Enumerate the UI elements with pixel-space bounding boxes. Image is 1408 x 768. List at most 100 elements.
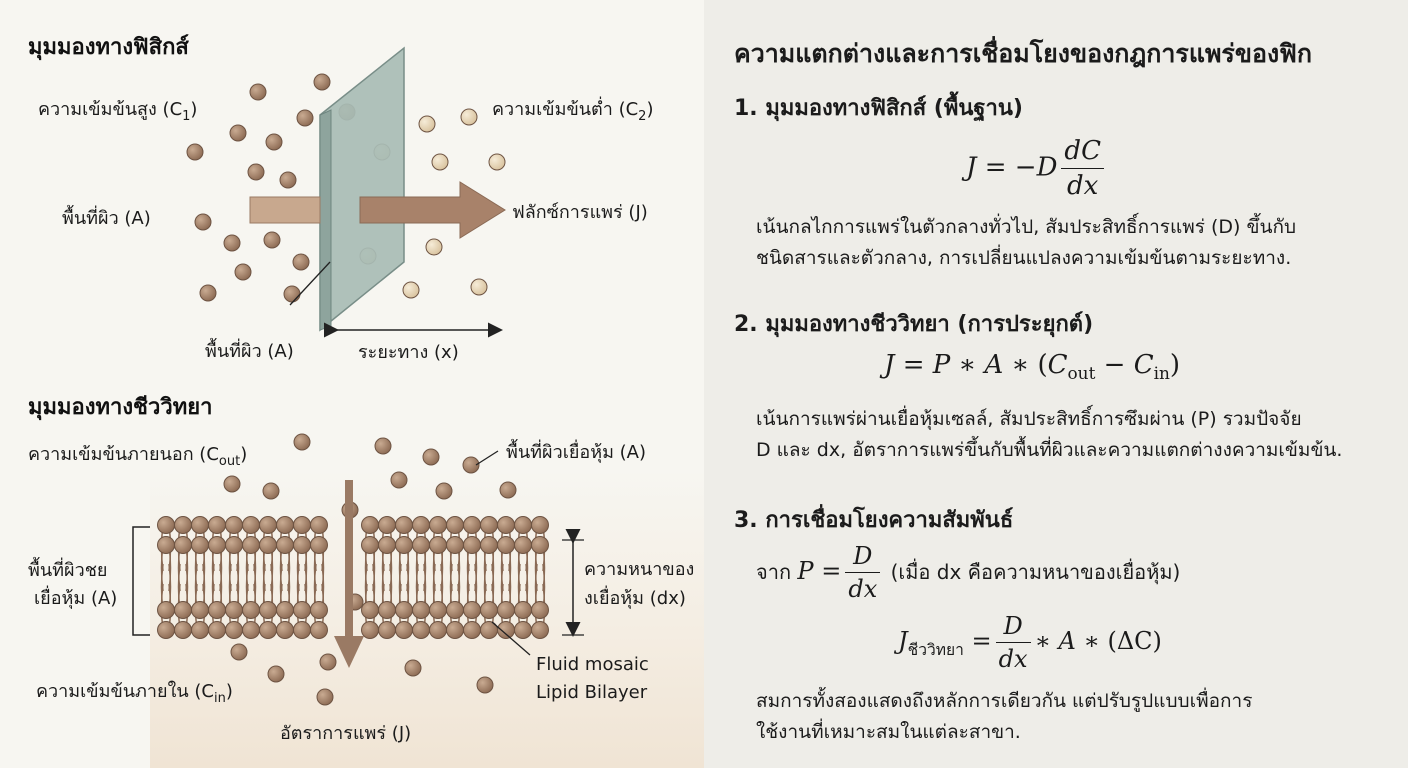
section2-equation: J = P ∗ A ∗ (Cout − Cin) — [884, 350, 1181, 384]
section2-body: เน้นการแพร่ผ่านเยื่อหุ้มเซลล์, สัมประสิท… — [756, 404, 1396, 466]
lipid-head — [361, 621, 379, 639]
distance-label: ระยะทาง (x) — [358, 342, 459, 363]
lipid-head — [378, 601, 396, 619]
lipid-head — [395, 601, 413, 619]
section2-body-line2: D และ dx, อัตราการแพร่ขึ้นกับพื้นที่ผิวแ… — [756, 439, 1343, 461]
solute-particle — [292, 253, 310, 271]
lipid-head — [225, 621, 243, 639]
solute-particle — [460, 108, 478, 126]
section1-body: เน้นกลไกการแพร่ในตัวกลางทั่วไป, สัมประสิ… — [756, 212, 1396, 274]
lipid-head — [293, 601, 311, 619]
solute-particle — [431, 153, 449, 171]
solute-particle — [313, 73, 331, 91]
lipid-head — [259, 601, 277, 619]
thickness-label-line1: ความหนาของ — [584, 559, 694, 580]
solute-particle — [283, 285, 301, 303]
lipid-head — [531, 621, 549, 639]
section1-heading: 1. มุมมองทางฟิสิกส์ (พื้นฐาน) — [734, 96, 1023, 121]
solute-particle — [230, 643, 248, 661]
lipid-head — [446, 621, 464, 639]
solute-particle — [462, 456, 480, 474]
section1-body-line2: ชนิดสารและตัวกลาง, การเปลี่ยนแปลงความเข้… — [756, 247, 1292, 269]
lipid-head — [429, 621, 447, 639]
lipid-head — [412, 536, 430, 554]
lipid-head — [361, 516, 379, 534]
solute-particle — [223, 475, 241, 493]
solute-particle — [404, 659, 422, 677]
lipid-head — [191, 601, 209, 619]
lipid-head — [276, 621, 294, 639]
flux-label: ฟลักซ์การแพร่ (J) — [512, 202, 648, 223]
lipid-head — [225, 516, 243, 534]
section3-heading: 3. การเชื่อมโยงความสัมพันธ์ — [734, 508, 1014, 533]
solute-particle — [425, 238, 443, 256]
solute-particle — [488, 153, 506, 171]
lipid-head — [514, 601, 532, 619]
explanation-panel: ความแตกต่างและการเชื่อมโยงของกฎการแพร่ขอ… — [704, 0, 1408, 768]
lipid-head — [395, 621, 413, 639]
section1-body-line1: เน้นกลไกการแพร่ในตัวกลางทั่วไป, สัมประสิ… — [756, 216, 1297, 238]
section3-body: สมการทั้งสองแสดงถึงหลักการเดียวกัน แต่ปร… — [756, 686, 1396, 748]
solute-particle — [267, 665, 285, 683]
solute-particle — [186, 143, 204, 161]
solute-particle — [390, 471, 408, 489]
lipid-head — [208, 621, 226, 639]
lipid-head — [497, 621, 515, 639]
lipid-head — [174, 601, 192, 619]
solute-particle — [316, 688, 334, 706]
surface-area-label-bottom: พื้นที่ผิว (A) — [205, 338, 294, 362]
lipid-head — [174, 536, 192, 554]
lipid-head — [514, 536, 532, 554]
section3-body-line1: สมการทั้งสองแสดงถึงหลักการเดียวกัน แต่ปร… — [756, 690, 1253, 712]
lipid-head — [361, 536, 379, 554]
lipid-head — [531, 601, 549, 619]
section2-body-line1: เน้นการแพร่ผ่านเยื่อหุ้มเซลล์, สัมประสิท… — [756, 408, 1302, 430]
lipid-head — [497, 601, 515, 619]
lipid-head — [446, 536, 464, 554]
lipid-head — [225, 601, 243, 619]
membrane-area-pointer — [475, 450, 499, 466]
solute-particle — [229, 124, 247, 142]
membrane-area-side-line2: เยื่อหุ้ม (A) — [34, 585, 117, 609]
membrane-background — [150, 470, 704, 768]
membrane-area-side-line1: พื้นที่ผิวชย — [28, 557, 107, 581]
lipid-head — [514, 621, 532, 639]
lipid-head — [242, 601, 260, 619]
lipid-head — [208, 601, 226, 619]
lipid-head — [259, 516, 277, 534]
lipid-head — [157, 536, 175, 554]
solute-particle — [194, 213, 212, 231]
lipid-head — [191, 621, 209, 639]
solute-particle — [262, 482, 280, 500]
lipid-head — [293, 536, 311, 554]
area-bracket — [132, 526, 150, 636]
solute-particle — [234, 263, 252, 281]
solute-particle — [476, 676, 494, 694]
inside-concentration-label: ความเข้มข้นภายใน (Cin) — [36, 680, 233, 706]
biology-heading: มุมมองทางชีววิทยา — [28, 395, 212, 421]
lipid-head — [429, 536, 447, 554]
lipid-head — [514, 516, 532, 534]
solute-particle — [293, 433, 311, 451]
lipid-head — [446, 516, 464, 534]
low-concentration-label: ความเข้มข้นต่ำ (C2) — [492, 96, 653, 124]
membrane-plate — [319, 46, 405, 332]
lipid-head — [276, 601, 294, 619]
lipid-head — [480, 536, 498, 554]
solute-particle — [265, 133, 283, 151]
lipid-head — [191, 536, 209, 554]
solute-particle — [402, 281, 420, 299]
rate-arrow — [334, 480, 364, 668]
lipid-head — [531, 516, 549, 534]
lipid-head — [497, 516, 515, 534]
section2-heading: 2. มุมมองทางชีววิทยา (การประยุกต์) — [734, 312, 1094, 337]
section3-body-line2: ใช้งานที่เหมาะสมในแต่ละสาขา. — [756, 721, 1021, 743]
solute-particle — [418, 115, 436, 133]
lipid-head — [310, 621, 328, 639]
lipid-head — [157, 621, 175, 639]
lipid-head — [259, 621, 277, 639]
lipid-head — [463, 601, 481, 619]
lipid-head — [242, 536, 260, 554]
solute-particle — [470, 278, 488, 296]
lipid-head — [395, 536, 413, 554]
